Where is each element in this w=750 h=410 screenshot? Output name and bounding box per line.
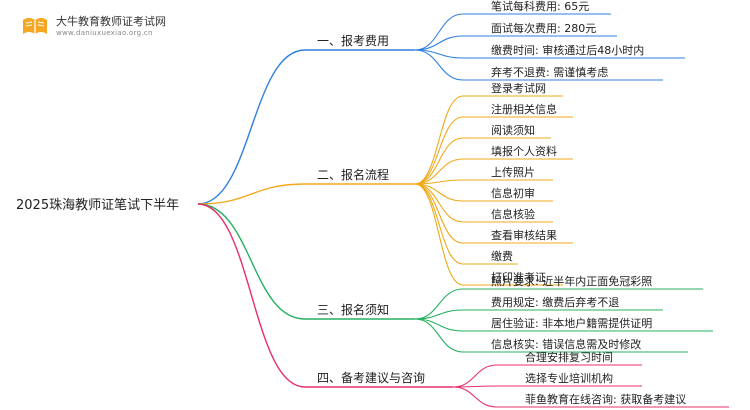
branch-connector bbox=[197, 203, 306, 388]
leaf-topic: 打印准考证 bbox=[491, 270, 546, 284]
leaf-topic: 登录考试网 bbox=[491, 81, 546, 95]
leaf-topic: 合理安排复习时间 bbox=[525, 350, 613, 364]
leaf-topic: 笔试每科费用: 65元 bbox=[491, 0, 589, 13]
mind-map-edges bbox=[197, 13, 729, 408]
branch-label: 三、报名须知 bbox=[317, 302, 389, 317]
logo-title: 大牛教育教师证考试网 bbox=[56, 14, 166, 28]
leaf-connector bbox=[414, 318, 464, 353]
leaf-connector bbox=[414, 116, 464, 185]
leaf-connector bbox=[414, 95, 464, 185]
leaf-connector bbox=[414, 183, 464, 223]
leaf-topic: 照片要求: 近半年内正面免冠彩照 bbox=[491, 274, 652, 288]
leaf-connector bbox=[452, 386, 498, 408]
leaf-connector bbox=[414, 288, 464, 320]
leaf-topic: 填报个人资料 bbox=[491, 144, 557, 158]
leaf-connector bbox=[414, 318, 464, 332]
branch-label: 四、备考建议与咨询 bbox=[317, 370, 425, 385]
branch-label: 一、报考费用 bbox=[317, 33, 389, 48]
leaf-topic: 查看审核结果 bbox=[491, 228, 557, 242]
leaf-connector bbox=[414, 49, 464, 81]
leaf-topic: 上传照片 bbox=[491, 166, 535, 179]
leaf-topic: 信息核验 bbox=[491, 207, 535, 221]
root-topic: 2025珠海教师证笔试下半年 bbox=[16, 197, 179, 213]
leaf-connector bbox=[414, 158, 464, 185]
branch-label: 二、报名流程 bbox=[317, 167, 389, 182]
leaf-topic: 注册相关信息 bbox=[491, 102, 557, 116]
leaf-topic: 缴费时间: 审核通过后48小时内 bbox=[491, 43, 644, 57]
leaf-topic: 信息初审 bbox=[491, 186, 535, 200]
logo-url: www.daniuxuexiao.org.cn bbox=[56, 28, 153, 37]
site-logo: 大牛教育教师证考试网 www.daniuxuexiao.org.cn bbox=[20, 14, 166, 38]
leaf-connector bbox=[414, 183, 464, 286]
leaf-topic: 缴费 bbox=[491, 249, 513, 263]
branch-connector bbox=[197, 183, 306, 205]
leaf-connector bbox=[452, 364, 498, 388]
leaf-topic: 弃考不退费: 需谨慎考虑 bbox=[491, 65, 608, 79]
leaf-topic: 阅读须知 bbox=[491, 123, 535, 137]
leaf-topic: 菲鱼教育在线咨询: 获取备考建议 bbox=[525, 392, 686, 406]
leaf-topic: 选择专业培训机构 bbox=[525, 371, 613, 385]
branch-connector bbox=[197, 49, 306, 205]
branch-connector bbox=[197, 203, 306, 320]
leaf-topic: 费用规定: 缴费后弃考不退 bbox=[491, 295, 619, 309]
logo-text: 大牛教育教师证考试网 www.daniuxuexiao.org.cn bbox=[56, 15, 166, 38]
leaf-topic: 面试每次费用: 280元 bbox=[491, 21, 596, 35]
leaf-topic: 信息核实: 错误信息需及时修改 bbox=[491, 337, 641, 351]
leaf-connector bbox=[414, 137, 464, 185]
leaf-topic: 居住验证: 非本地户籍需提供证明 bbox=[491, 316, 652, 330]
leaf-connector bbox=[414, 183, 464, 265]
leaf-connector bbox=[414, 13, 464, 51]
logo-book-icon bbox=[20, 14, 50, 38]
leaf-connector bbox=[414, 35, 464, 51]
